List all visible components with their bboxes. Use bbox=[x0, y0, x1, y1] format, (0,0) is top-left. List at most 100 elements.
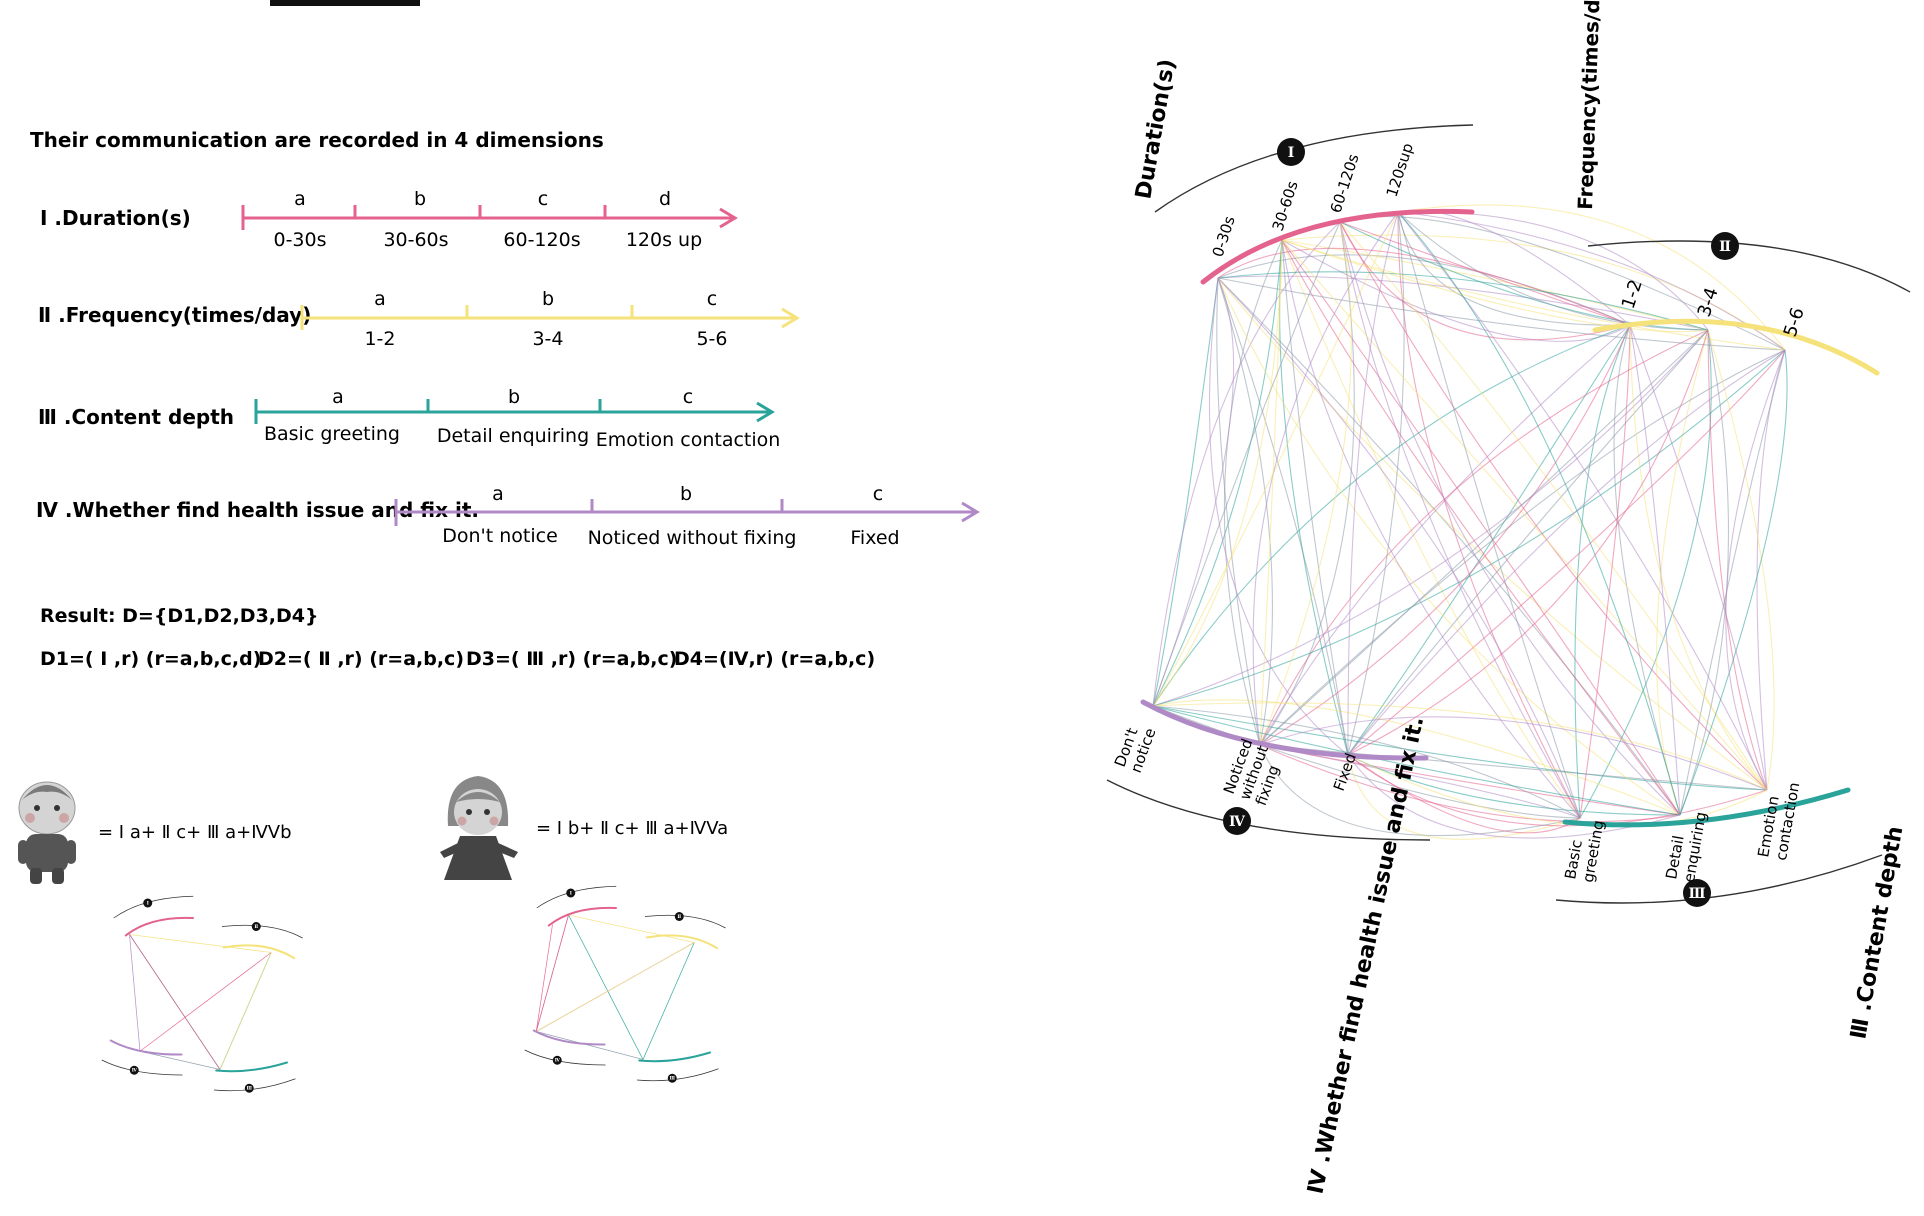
mini1-link bbox=[139, 952, 272, 1052]
link bbox=[1397, 211, 1581, 819]
link bbox=[1217, 247, 1631, 326]
link bbox=[1281, 239, 1681, 816]
frequency-outer-arc bbox=[1587, 240, 1911, 293]
duration-tick-label: 60-120s bbox=[1327, 152, 1363, 216]
intro-text: Their communication are recorded in 4 di… bbox=[30, 128, 604, 152]
dim1-letter-d: d bbox=[659, 188, 671, 210]
mini2-link bbox=[568, 914, 644, 1060]
link bbox=[1339, 221, 1681, 816]
clipped-title-fragment bbox=[270, 0, 420, 6]
mini2-health-outer-arc bbox=[524, 1049, 606, 1066]
mini1-health-outer-arc bbox=[101, 1059, 183, 1076]
mini1-badge-III-label: Ⅲ bbox=[247, 1086, 253, 1092]
link bbox=[1259, 324, 1631, 746]
health-arc bbox=[1140, 699, 1429, 761]
mini1-frequency-outer-arc bbox=[221, 924, 303, 939]
link bbox=[1152, 277, 1219, 707]
dim3-value-c: Emotion contaction bbox=[596, 429, 781, 451]
link bbox=[1281, 239, 1349, 756]
duration-tick-label: 30-60s bbox=[1269, 179, 1302, 234]
link bbox=[1339, 221, 1709, 331]
badge-II-label: Ⅱ bbox=[1719, 239, 1731, 255]
mini2-duration-arc bbox=[547, 906, 617, 927]
link bbox=[1347, 754, 1681, 816]
link bbox=[1756, 349, 1786, 791]
link bbox=[1281, 239, 1709, 333]
link bbox=[1347, 329, 1709, 756]
link bbox=[1217, 271, 1709, 331]
link bbox=[1252, 211, 1399, 746]
mini2-links bbox=[535, 914, 695, 1060]
dim1-label: Ⅰ .Duration(s) bbox=[40, 206, 191, 230]
result-d1: D1=( Ⅰ ,r) (r=a,b,c,d) bbox=[40, 648, 261, 670]
link bbox=[1217, 277, 1273, 746]
dim4-letter-c: c bbox=[873, 483, 883, 505]
link bbox=[1656, 329, 1709, 816]
dim4-letter-a: a bbox=[492, 483, 504, 505]
link bbox=[1217, 277, 1349, 756]
frequency-tick-label: 1-2 bbox=[1618, 277, 1647, 311]
link bbox=[1217, 277, 1581, 819]
link bbox=[1259, 239, 1283, 746]
dim2-axis bbox=[300, 305, 800, 330]
mini2-badge-IV-label: Ⅳ bbox=[555, 1058, 561, 1064]
mini1-badge-II-label: Ⅱ bbox=[254, 924, 258, 930]
mini2-link bbox=[535, 924, 553, 1032]
link bbox=[1259, 744, 1581, 837]
mini1-link bbox=[129, 934, 141, 1052]
health-tick-label: Fixed bbox=[1330, 751, 1360, 794]
link bbox=[1579, 324, 1631, 819]
mini1-badge-IV: Ⅳ bbox=[129, 1065, 139, 1075]
mini1-content-arc bbox=[215, 1061, 288, 1073]
dim1-value-a: 0-30s bbox=[273, 229, 326, 251]
badge-I: Ⅰ bbox=[1277, 138, 1305, 166]
link bbox=[1152, 211, 1399, 707]
link bbox=[1152, 702, 1768, 791]
badge-III: Ⅲ bbox=[1683, 879, 1711, 907]
link bbox=[1217, 277, 1681, 816]
link bbox=[1679, 349, 1788, 816]
dim1-letter-c: c bbox=[538, 188, 548, 210]
link bbox=[1281, 239, 1709, 331]
person-boy-formula: = Ⅰ a+ Ⅱ c+ Ⅲ a+ⅣVb bbox=[98, 822, 292, 843]
mini2-badge-IV: Ⅳ bbox=[552, 1055, 562, 1065]
badge-II: Ⅱ bbox=[1711, 232, 1739, 260]
dim2-label: Ⅱ .Frequency(times/day) bbox=[38, 303, 311, 327]
dim2-value-c: 5-6 bbox=[696, 328, 727, 350]
link bbox=[1629, 324, 1768, 791]
badge-IV-label: Ⅳ bbox=[1229, 814, 1246, 830]
mini2-badge-I-label: Ⅰ bbox=[570, 890, 572, 896]
link bbox=[1223, 239, 1283, 746]
result-d2: D2=( Ⅱ ,r) (r=a,b,c) bbox=[258, 648, 464, 670]
dim3-letter-b: b bbox=[508, 386, 520, 408]
link bbox=[1152, 349, 1786, 707]
link bbox=[1281, 239, 1581, 819]
mini2-badge-III-label: Ⅲ bbox=[670, 1076, 676, 1082]
mini1-badge-II: Ⅱ bbox=[251, 922, 261, 931]
badge-IV: Ⅳ bbox=[1223, 807, 1251, 835]
content-outer-arc bbox=[1555, 854, 1883, 904]
dim4-value-a: Don't notice bbox=[442, 525, 558, 547]
dim3-value-a: Basic greeting bbox=[264, 423, 400, 445]
dim1-value-b: 30-60s bbox=[383, 229, 448, 251]
mini1-duration-outer-arc bbox=[113, 895, 194, 919]
link bbox=[1152, 239, 1283, 707]
frequency-tick-label: 5-6 bbox=[1780, 305, 1809, 339]
dim2-letter-b: b bbox=[542, 288, 554, 310]
duration-tick-label: 0-30s bbox=[1209, 214, 1239, 260]
dim2-letter-a: a bbox=[374, 288, 386, 310]
link bbox=[1347, 211, 1399, 756]
dim4-value-b: Noticed without fixing bbox=[588, 527, 797, 549]
mini1-frequency-arc bbox=[222, 944, 296, 960]
mini1-link bbox=[219, 952, 272, 1070]
link bbox=[1397, 211, 1631, 326]
content-tick-label: Emotioncontaction bbox=[1754, 778, 1803, 862]
link bbox=[1347, 324, 1631, 756]
mini1-links bbox=[129, 934, 272, 1070]
dim1-letter-a: a bbox=[294, 188, 306, 210]
link bbox=[1259, 329, 1709, 746]
duration-arc bbox=[1200, 208, 1475, 285]
